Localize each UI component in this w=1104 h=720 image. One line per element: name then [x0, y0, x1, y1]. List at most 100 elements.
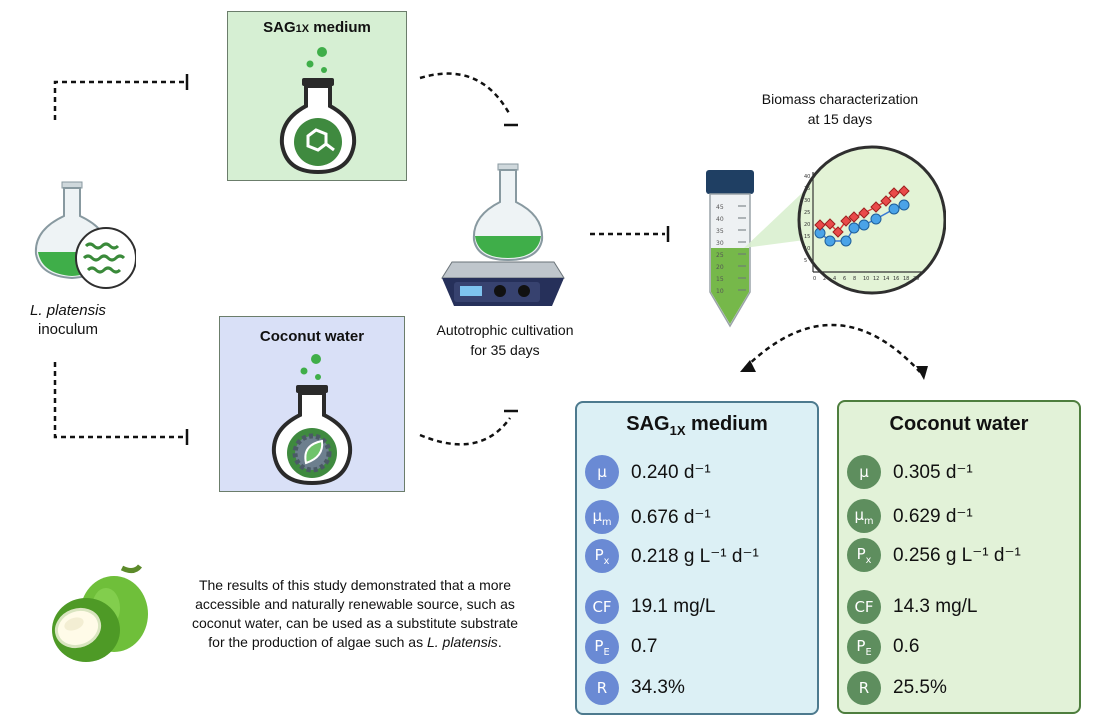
mini-chart-y-tick: 35	[804, 186, 810, 192]
metric-value: 19.1 mg/L	[631, 596, 716, 617]
coconut-metric-cf: CF 14.3 mg/L	[847, 590, 978, 624]
mini-chart-x-tick: 16	[893, 276, 899, 282]
coconut-metric-mu: μ 0.305 d⁻¹	[847, 455, 973, 489]
coconut-results-title: Coconut water	[889, 413, 1029, 435]
coconut-metric-mu-max: μm 0.629 d⁻¹	[847, 499, 973, 533]
mini-series-red-point	[848, 211, 860, 223]
metric-value: 0.240 d⁻¹	[631, 461, 711, 483]
metric-symbol: μm	[585, 500, 619, 534]
cultivation-line2: for 35 days	[470, 342, 540, 358]
sag-metric-pe: PE 0.7	[585, 630, 657, 664]
biomass-label: Biomass characterization at 15 days	[740, 89, 940, 129]
tube-tick-label: 30	[716, 240, 724, 247]
mini-chart-y-tick: 15	[804, 234, 810, 240]
metric-symbol: Px	[585, 539, 619, 573]
mini-chart-x-tick: 4	[833, 276, 836, 282]
mini-chart-y-tick: 20	[804, 222, 810, 228]
falcon-tube-icon: 45 40 35 30 25 20 15 10	[706, 170, 754, 328]
coconut-flask-icon	[271, 354, 353, 486]
metric-value: 25.5%	[893, 677, 947, 698]
tube-tick-label: 40	[716, 216, 724, 223]
metric-value: 0.629 d⁻¹	[893, 505, 973, 527]
sag-results-title: SAG1X medium	[626, 413, 768, 438]
inoculum-label: L. platensis inoculum	[18, 301, 118, 339]
mini-series-blue-point	[858, 219, 870, 231]
metric-value: 34.3%	[631, 677, 685, 698]
mini-chart-x-tick: 8	[853, 276, 856, 282]
inoculum-species: L. platensis	[30, 302, 106, 319]
mini-chart-y-tick: 40	[804, 174, 810, 180]
mini-chart-x-tick: 6	[843, 276, 846, 282]
metric-symbol: PE	[585, 630, 619, 664]
metric-value: 14.3 mg/L	[893, 596, 978, 617]
mini-chart-y-tick: 10	[804, 246, 810, 252]
tube-tick-label: 15	[716, 276, 724, 283]
conclusion-line4: for the production of algae such as L. p…	[208, 634, 502, 650]
mini-series-blue-point	[888, 203, 900, 215]
sag-metric-r: R 34.3%	[585, 671, 685, 705]
tube-tick-label: 45	[716, 204, 724, 211]
mini-chart-x-tick: 0	[813, 276, 816, 282]
mini-chart-y-tick: 25	[804, 210, 810, 216]
sag-metric-px: Px 0.218 g L⁻¹ d⁻¹	[585, 539, 759, 573]
mini-series-red-point	[814, 219, 826, 231]
mini-series-red-point	[840, 215, 852, 227]
tube-tick-label: 20	[716, 264, 724, 271]
inoculum-word: inoculum	[37, 321, 99, 338]
coconut-water-box-title: Coconut water	[259, 328, 365, 345]
conclusion-text: The results of this study demonstrated t…	[170, 576, 540, 652]
sag-metric-mu-max: μm 0.676 d⁻¹	[585, 500, 711, 534]
sag-medium-box: SAG1X medium	[227, 11, 407, 181]
metric-value: 0.6	[893, 636, 920, 657]
tube-tick-label: 25	[716, 252, 724, 259]
coconut-metric-px: Px 0.256 g L⁻¹ d⁻¹	[847, 538, 1021, 572]
conclusion-line1: The results of this study demonstrated t…	[198, 577, 512, 593]
coconut-icon	[52, 564, 148, 662]
metric-symbol: CF	[585, 590, 619, 624]
metric-value: 0.305 d⁻¹	[893, 461, 973, 483]
mini-series-red-point	[858, 207, 870, 219]
metric-symbol: Px	[847, 538, 881, 572]
mini-chart-x-tick: 12	[873, 276, 879, 282]
coconut-metric-r: R 25.5%	[847, 671, 947, 705]
metric-symbol: μ	[585, 455, 619, 489]
mini-series-blue-point	[898, 199, 910, 211]
mini-series-red-point	[888, 187, 900, 199]
coconut-metric-pe: PE 0.6	[847, 630, 919, 664]
conclusion-line3: coconut water, can be used as a substitu…	[191, 615, 519, 631]
mini-series-red-point	[870, 201, 882, 213]
tube-tick-label: 35	[716, 228, 724, 235]
mini-chart-x-tick: 20	[913, 276, 919, 282]
metric-value: 0.676 d⁻¹	[631, 506, 711, 528]
metric-symbol: PE	[847, 630, 881, 664]
mini-series-red-line	[819, 190, 905, 234]
sag-metric-mu: μ 0.240 d⁻¹	[585, 455, 711, 489]
sag-medium-box-title: SAG1X medium	[263, 19, 371, 36]
mini-chart-y-tick: 30	[804, 198, 810, 204]
biomass-line2: at 15 days	[807, 111, 873, 127]
sag-flask-icon	[279, 47, 357, 175]
mini-chart-x-tick: 14	[883, 276, 889, 282]
mini-series-red-point	[898, 185, 910, 197]
coconut-water-box: Coconut water	[219, 316, 405, 492]
tube-tick-label: 10	[716, 288, 724, 295]
metric-symbol: μ	[847, 455, 881, 489]
mini-series-blue-point	[848, 222, 860, 234]
magnetic-stirrer-icon	[441, 163, 565, 306]
metric-symbol: R	[847, 671, 881, 705]
metric-symbol: CF	[847, 590, 881, 624]
mini-chart-x-tick: 2	[823, 276, 826, 282]
metric-value: 0.218 g L⁻¹ d⁻¹	[631, 545, 759, 567]
cultivation-line1: Autotrophic cultivation	[436, 322, 574, 338]
mini-series-red-point	[824, 218, 836, 230]
mini-series-blue-point	[870, 213, 882, 225]
cultivation-label: Autotrophic cultivation for 35 days	[420, 320, 590, 360]
sag-results-panel: SAG1X medium μ 0.240 d⁻¹ μm 0.676 d⁻¹ Px…	[575, 401, 819, 715]
mini-chart-x-tick: 10	[863, 276, 869, 282]
mini-chart-y-tick: 5	[804, 258, 807, 264]
metric-symbol: μm	[847, 499, 881, 533]
coconut-results-panel: Coconut water μ 0.305 d⁻¹ μm 0.629 d⁻¹ P…	[837, 400, 1081, 714]
inoculum-flask-icon	[34, 181, 136, 289]
mini-series-red-point	[832, 226, 844, 238]
